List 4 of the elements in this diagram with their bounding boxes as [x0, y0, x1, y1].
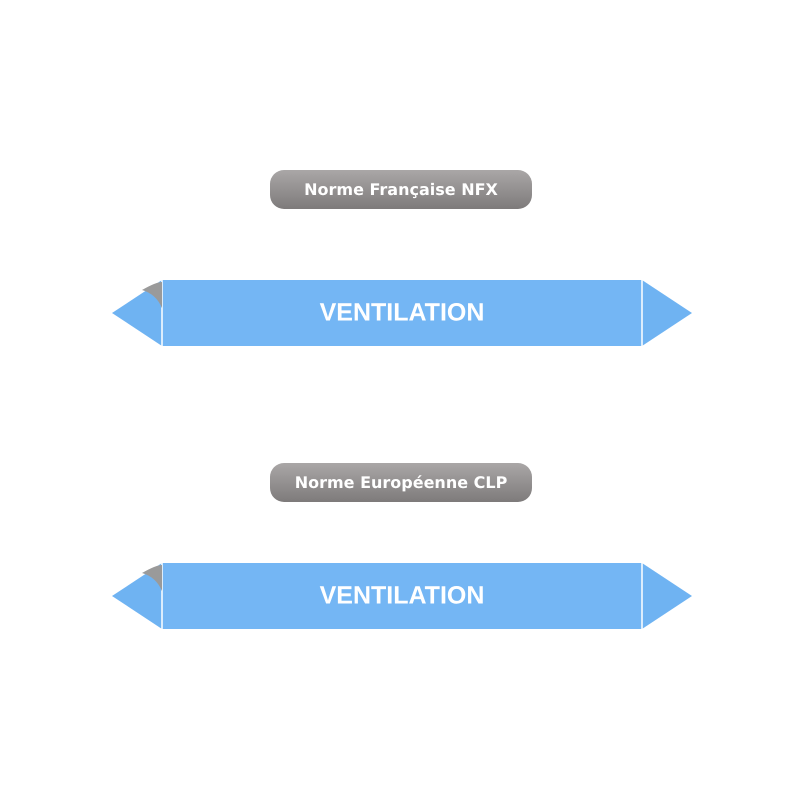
standard-badge: Norme Française NFX — [270, 170, 532, 209]
marker-text: VENTILATION — [320, 298, 484, 328]
standard-badge: Norme Européenne CLP — [270, 463, 532, 502]
marker-text: VENTILATION — [320, 582, 484, 610]
